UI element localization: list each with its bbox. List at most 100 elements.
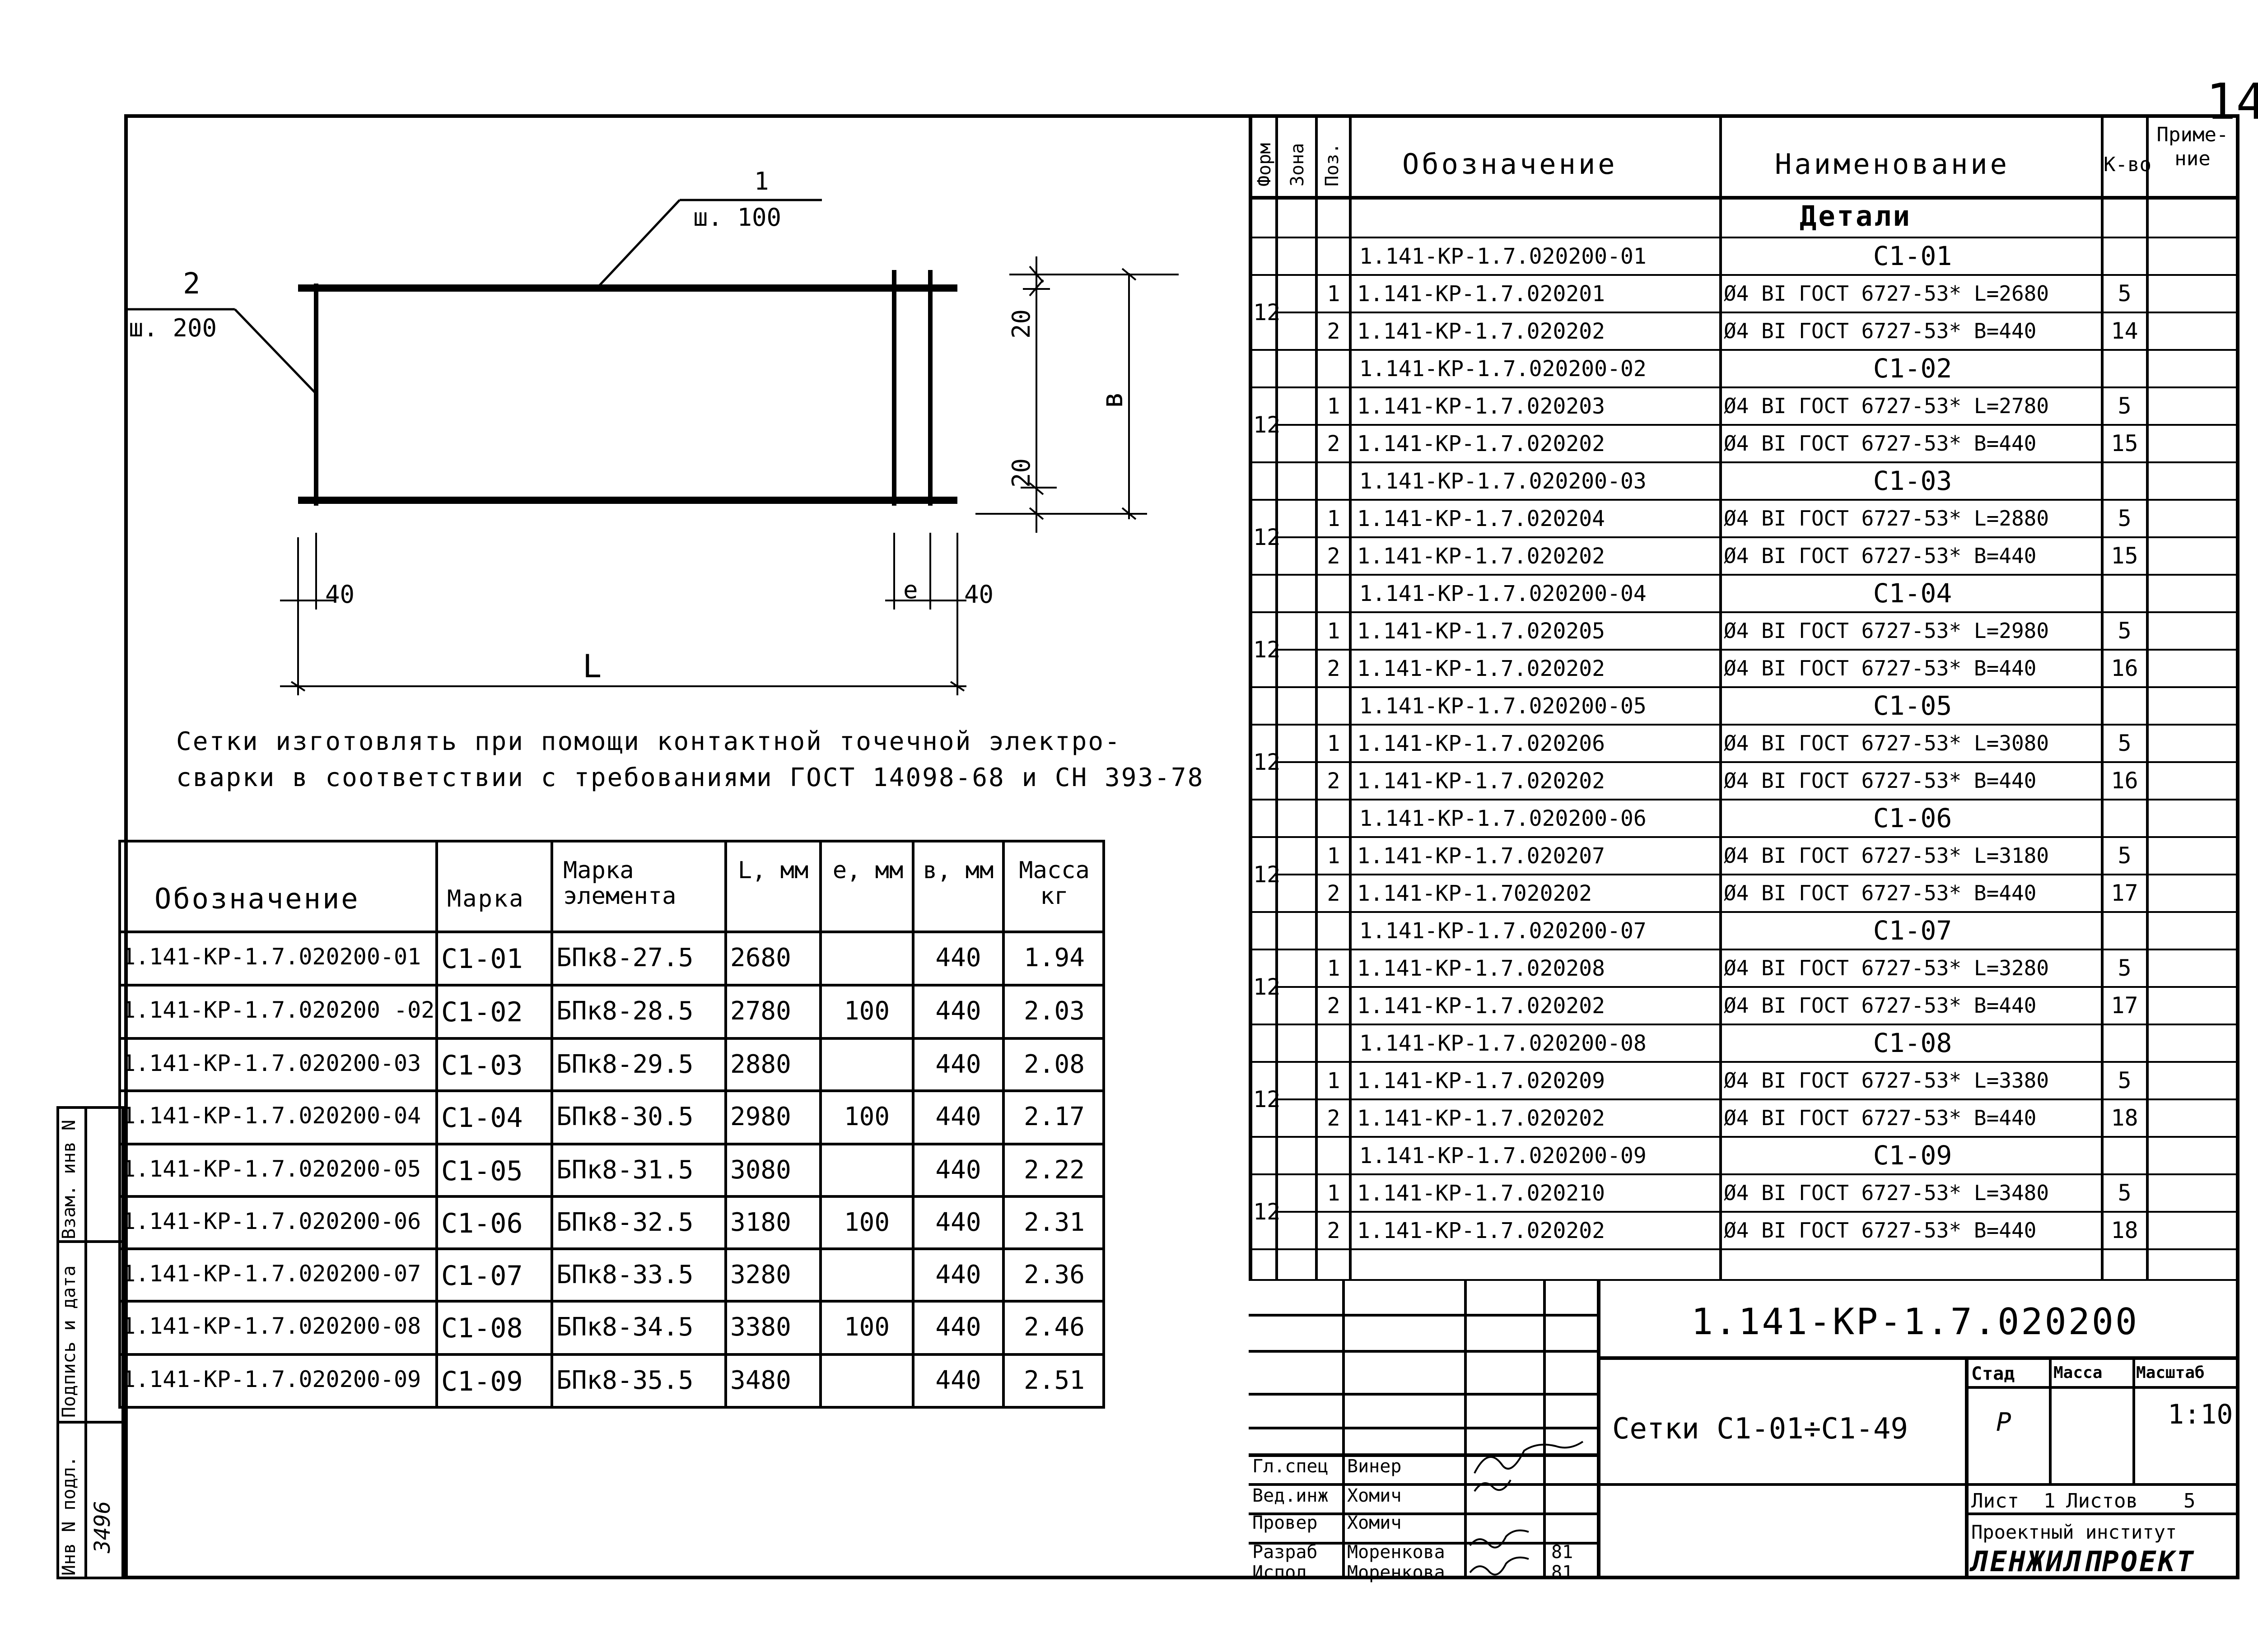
bom-group-mark: С1-05 [1873,690,1952,721]
spec-table: Обозначение Марка Марка элемента L, мм е… [118,840,1105,1409]
bom-group-designation: 1.141-КР-1.7.020200-06 [1359,806,1647,831]
bom-item-pos: 1 [1327,281,1340,307]
bom-item-designation: 1.141-КР-1.7.020202 [1357,993,1605,1019]
bom-group-designation: 1.141-КР-1.7.020200-08 [1359,1031,1647,1056]
bom-item-pos: 2 [1327,1106,1340,1131]
bom-group-mark: С1-08 [1873,1028,1952,1058]
bom-section-title: Детали [1800,200,1912,233]
bom-item-pos: 1 [1327,1181,1340,1206]
spec-cell-mark: С1-03 [441,1050,523,1081]
spec-header-designation: Обозначение [154,882,360,915]
spec-cell-designation: 1.141-КР-1.7.020200-09 [122,1366,421,1392]
spec-header-b: в, мм [923,857,994,884]
scale-label: Масштаб [2136,1363,2205,1382]
bom-item-qty: 17 [2111,880,2138,906]
spec-cell-b: 440 [935,943,981,973]
spec-cell-mark: С1-01 [441,943,523,975]
bom-item-qty: 5 [2118,730,2132,756]
bom-item-name: Ø4 ВI ГОСТ 6727-53* L=3080 [1724,731,2049,755]
bom-group-designation: 1.141-КР-1.7.020200-04 [1359,581,1647,606]
spec-cell-b: 440 [935,1102,981,1131]
bom-item-qty: 16 [2111,768,2138,794]
spec-cell-length: 3480 [730,1366,791,1395]
bom-item-name: Ø4 ВI ГОСТ 6727-53* L=2680 [1724,281,2049,306]
bom-item-name: Ø4 ВI ГОСТ 6727-53* L=3480 [1724,1181,2049,1205]
bom-item-pos: 2 [1327,544,1340,569]
bom-group-designation: 1.141-КР-1.7.020200-01 [1359,244,1647,269]
bom-item-designation: 1.141-КР-1.7.020206 [1357,731,1605,756]
bom-item-qty: 18 [2111,1217,2138,1243]
bom-group-mark: С1-07 [1873,915,1952,946]
spec-cell-length: 3180 [730,1208,791,1237]
bom-group-mark: С1-03 [1873,465,1952,496]
bom-item-qty: 5 [2118,393,2132,419]
spec-cell-mark: С1-04 [441,1102,523,1134]
spec-header-mark: Марка [447,885,525,912]
bom-item-designation: 1.141-КР-1.7.020209 [1357,1068,1605,1094]
spec-cell-e: 100 [844,1312,890,1342]
dim-top-label: 20 [1007,309,1036,339]
bom-item-qty: 5 [2118,505,2132,531]
bom-item-name: Ø4 ВI ГОСТ 6727-53* В=440 [1724,656,2037,680]
position-2-spacing: ш. 200 [129,314,217,342]
spec-cell-length: 3280 [730,1260,791,1289]
bom-group-designation: 1.141-КР-1.7.020200-07 [1359,918,1647,944]
side-stamp-signature-label: Подпись и дата [59,1265,79,1418]
title-block: 1.141-КР-1.7.020200 Сетки С1-01÷С1-49 Ст… [1249,1279,2239,1583]
bom-item-pos: 2 [1327,881,1340,906]
dim-length-label: L [583,648,602,685]
position-1-spacing: ш. 100 [693,203,781,232]
staff-date: 81 [1551,1562,1573,1583]
bom-item-format: 12 [1253,1086,1281,1112]
bom-item-designation: 1.141-КР-1.7.020202 [1357,656,1605,681]
mesh-drawing: 1 ш. 100 2 ш. 200 20 20 в 40 е 40 L [126,167,1179,695]
staff-role: Провер [1252,1512,1318,1533]
spec-cell-element-mark: БПк8-32.5 [556,1208,694,1237]
bom-item-designation: 1.141-КР-1.7.020202 [1357,768,1605,794]
spec-cell-element-mark: БПк8-30.5 [556,1102,694,1131]
bom-header-zone: Зона [1287,143,1308,186]
bom-item-format: 12 [1253,299,1281,326]
note-line-1: Сетки изготовлять при помощи контактной … [176,727,1121,756]
spec-cell-b: 440 [935,1155,981,1185]
bom-item-designation: 1.141-КР-1.7.020210 [1357,1181,1605,1206]
bom-item-designation: 1.141-КР-1.7020202 [1357,881,1592,906]
bom-item-pos: 2 [1327,431,1340,456]
doc-code: 1.141-КР-1.7.020200 [1691,1301,2139,1343]
bom-item-name: Ø4 ВI ГОСТ 6727-53* L=2880 [1724,506,2049,531]
staff-name: Хомич [1347,1512,1402,1533]
bom-item-designation: 1.141-КР-1.7.020202 [1357,1218,1605,1243]
spec-cell-designation: 1.141-КР-1.7.020200-01 [122,944,421,970]
bom-item-pos: 2 [1327,768,1340,794]
bom-item-qty: 5 [2118,842,2132,869]
spec-cell-designation: 1.141-КР-1.7.020200 -02 [122,997,435,1023]
sheets-label: Листов [2066,1489,2138,1512]
spec-cell-length: 2980 [730,1102,791,1131]
bom-header-qty: К-во [2104,153,2151,176]
spec-cell-mass: 2.51 [1024,1366,1085,1395]
staff-role: Гл.спец [1252,1456,1329,1477]
bom-item-name: Ø4 ВI ГОСТ 6727-53* L=2780 [1724,394,2049,418]
spec-cell-mass: 1.94 [1024,943,1085,973]
spec-cell-designation: 1.141-КР-1.7.020200-03 [122,1050,421,1076]
side-stamp-replacement-label: Взам. инв N [59,1120,79,1239]
spec-cell-designation: 1.141-КР-1.7.020200-05 [122,1156,421,1182]
signatures [1469,1441,1584,1576]
bom-group-mark: С1-01 [1873,241,1952,271]
bom-item-qty: 15 [2111,430,2138,456]
bom-item-qty: 5 [2118,1180,2132,1206]
spec-cell-e: 100 [844,996,890,1026]
spec-cell-b: 440 [935,1366,981,1395]
spec-cell-b: 440 [935,1208,981,1237]
doc-title: Сетки С1-01÷С1-49 [1612,1412,1908,1446]
bom-item-name: Ø4 ВI ГОСТ 6727-53* L=3280 [1724,956,2049,980]
bom-item-qty: 14 [2111,318,2138,344]
dim-right-label: 40 [964,580,994,609]
spec-cell-element-mark: БПк8-34.5 [556,1312,694,1342]
bom-item-pos: 1 [1327,956,1340,981]
spec-cell-element-mark: БПк8-33.5 [556,1260,694,1289]
spec-cell-mark: С1-06 [441,1208,523,1239]
bom-item-designation: 1.141-КР-1.7.020204 [1357,506,1605,531]
bom-item-qty: 5 [2118,280,2132,307]
bom-item-pos: 1 [1327,619,1340,644]
